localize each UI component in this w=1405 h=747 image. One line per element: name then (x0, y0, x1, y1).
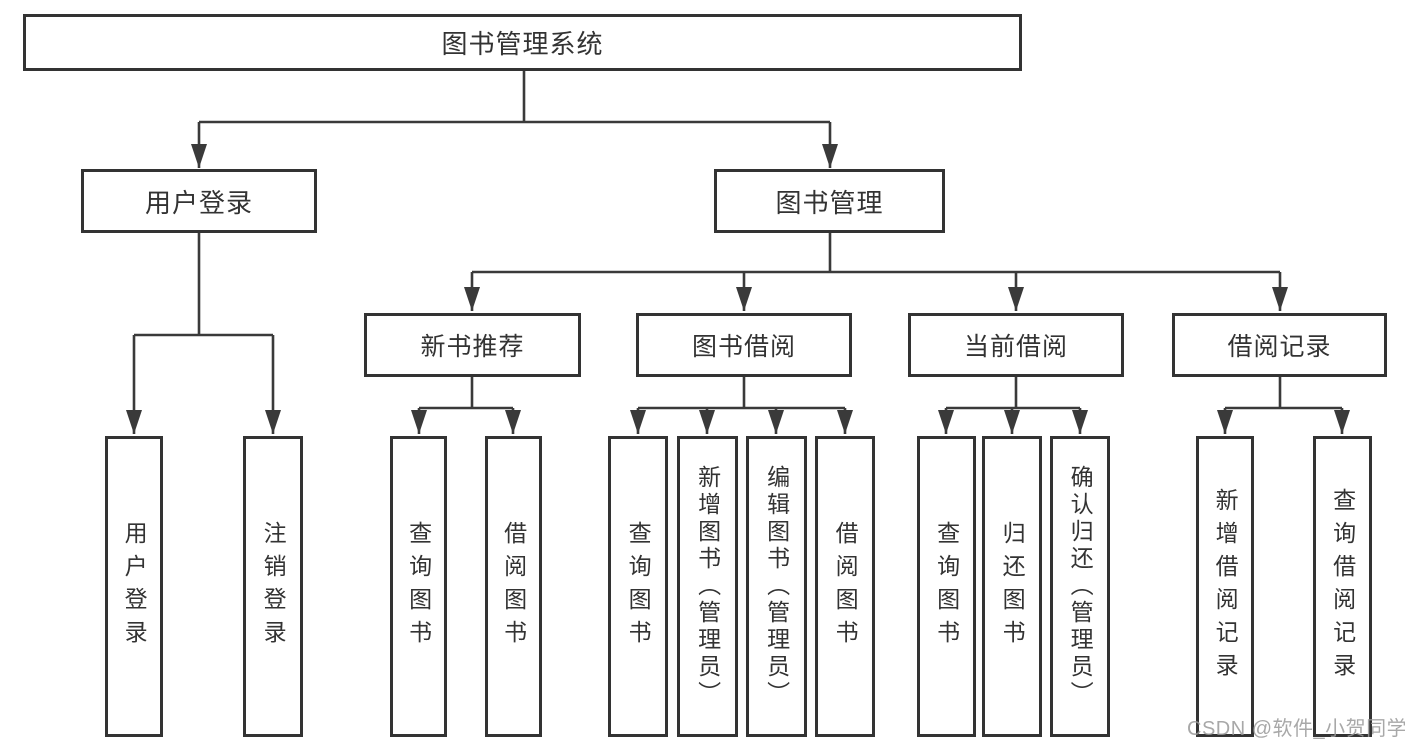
leaf-label: 查询借阅记录 (1329, 487, 1356, 686)
connector-trunks (134, 71, 1342, 410)
node-root: 图书管理系统 (23, 14, 1022, 71)
node-leaf-edit-book-admin: 编辑图书（管理员） (746, 436, 807, 737)
node-leaf-add-borrow-record: 新增借阅记录 (1196, 436, 1254, 737)
node-leaf-add-book-admin: 新增图书（管理员） (677, 436, 738, 737)
leaf-label: 查询图书 (625, 520, 652, 653)
leaf-label: 查询图书 (405, 520, 432, 653)
leaf-label: 注销登录 (260, 520, 287, 653)
leaf-label: 借阅图书 (832, 520, 859, 653)
node-book-borrowing: 图书借阅 (636, 313, 852, 377)
node-book-management: 图书管理 (714, 169, 945, 233)
leaf-label: 查询图书 (933, 520, 960, 653)
node-leaf-confirm-return-admin: 确认归还（管理员） (1050, 436, 1110, 737)
leaf-label: 归还图书 (999, 520, 1026, 653)
leaf-label: 用户登录 (121, 520, 148, 653)
node-leaf-logout: 注销登录 (243, 436, 303, 737)
leaf-label: 编辑图书（管理员） (763, 465, 790, 708)
node-new-book-recommend: 新书推荐 (364, 313, 581, 377)
node-current-borrowing: 当前借阅 (908, 313, 1124, 377)
node-leaf-borrow-books-1: 借阅图书 (485, 436, 542, 737)
node-leaf-query-books-1: 查询图书 (390, 436, 447, 737)
node-leaf-user-login: 用户登录 (105, 436, 163, 737)
leaf-label: 新增借阅记录 (1212, 487, 1239, 686)
node-leaf-query-books-3: 查询图书 (917, 436, 976, 737)
leaf-label: 确认归还（管理员） (1067, 465, 1094, 708)
node-leaf-query-borrow-record: 查询借阅记录 (1313, 436, 1372, 737)
csdn-watermark: CSDN @软件_小贺同学 (1187, 718, 1405, 740)
node-leaf-borrow-books-2: 借阅图书 (815, 436, 875, 737)
node-leaf-query-books-2: 查询图书 (608, 436, 668, 737)
leaf-label: 新增图书（管理员） (694, 465, 721, 708)
leaf-label: 借阅图书 (500, 520, 527, 653)
connector-arrows (126, 122, 1350, 434)
node-borrowing-records: 借阅记录 (1172, 313, 1387, 377)
node-user-login: 用户登录 (81, 169, 317, 233)
node-leaf-return-book: 归还图书 (982, 436, 1042, 737)
